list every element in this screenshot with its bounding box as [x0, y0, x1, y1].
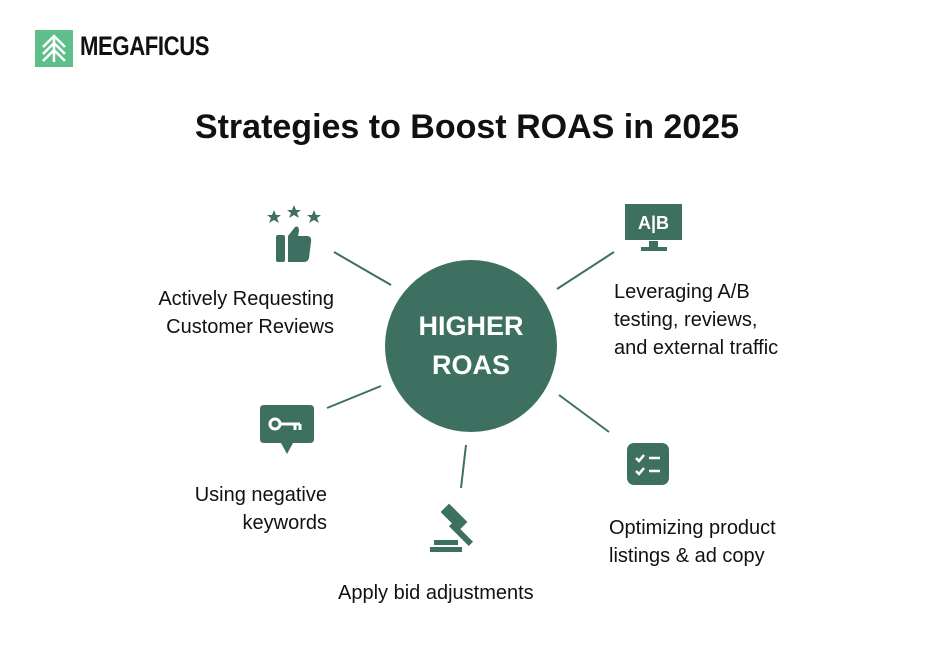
strategy-label-bid-adjustments: Apply bid adjustments — [338, 582, 534, 604]
label-line: Optimizing product — [609, 517, 776, 539]
center-line1: HIGHER — [418, 311, 524, 341]
strategy-label-reviews: Actively Requesting Customer Reviews — [100, 285, 334, 341]
megaficus-logo-icon — [35, 30, 73, 67]
label-line: keywords — [242, 512, 327, 534]
brand-name: MEGAFICUS — [80, 31, 210, 61]
label-line: Leveraging A/B — [614, 281, 750, 303]
connector-line — [460, 444, 467, 489]
label-line: Actively Requesting — [158, 288, 334, 310]
ab-text: A|B — [638, 213, 669, 233]
thumbs-up-stars-icon — [267, 205, 321, 262]
strategy-label-listings: Optimizing product listings & ad copy — [609, 514, 776, 570]
gavel-icon — [430, 503, 474, 552]
label-line: testing, reviews, — [614, 309, 758, 331]
strategy-label-ab-testing: Leveraging A/B testing, reviews, and ext… — [614, 278, 778, 362]
strategy-label-negative-keywords: Using negative keywords — [120, 481, 327, 537]
label-line: and external traffic — [614, 337, 779, 359]
page-title: Strategies to Boost ROAS in 2025 — [194, 108, 740, 146]
center-line2: ROAS — [431, 350, 510, 380]
connector-line — [326, 385, 382, 409]
connector-line — [333, 251, 392, 286]
center-circle: HIGHER ROAS — [385, 260, 557, 432]
key-chat-icon — [260, 405, 314, 454]
label-line: listings & ad copy — [609, 545, 765, 567]
connector-line — [558, 394, 610, 433]
checklist-icon — [627, 443, 669, 485]
label-line: Customer Reviews — [166, 316, 334, 338]
ab-testing-monitor-icon: A|B — [625, 204, 682, 251]
label-line: Using negative — [194, 484, 327, 506]
connector-line — [556, 251, 615, 290]
